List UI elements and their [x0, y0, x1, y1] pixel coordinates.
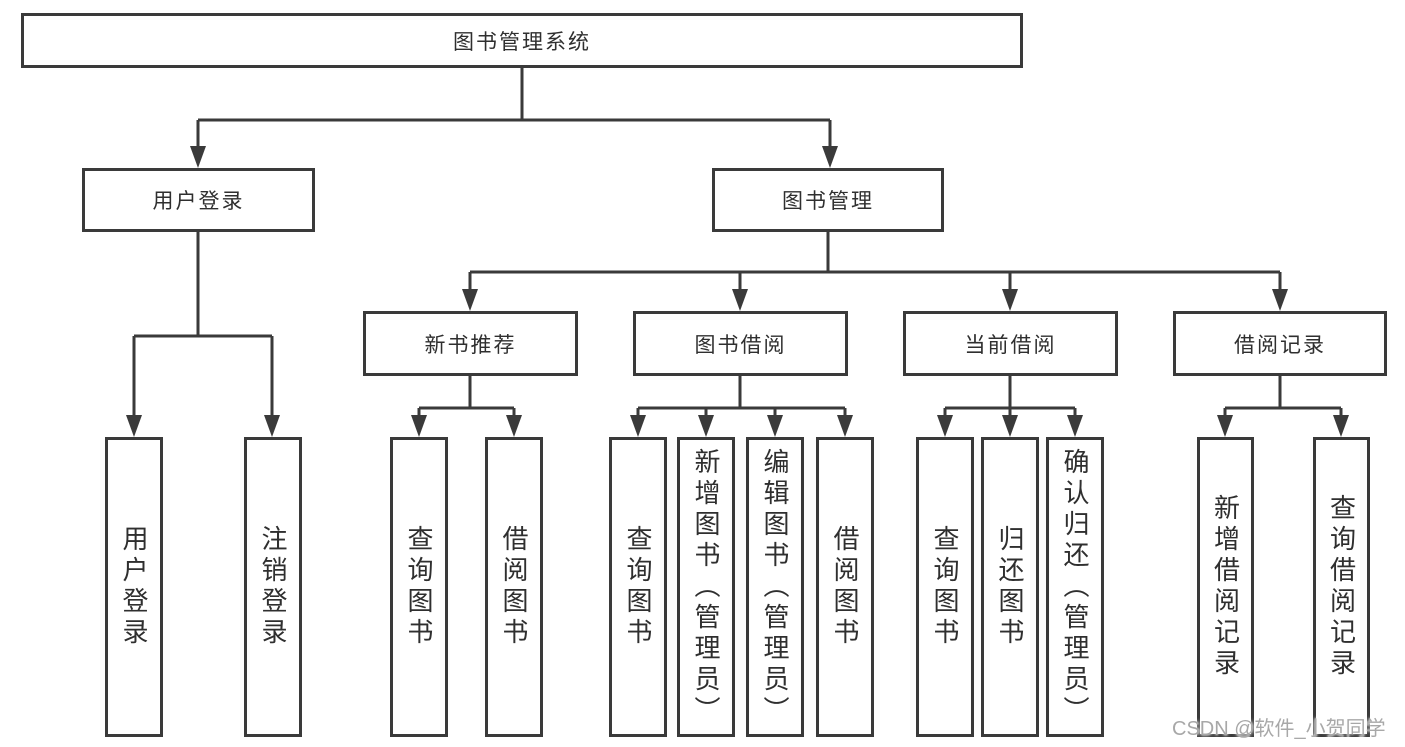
arrow-down-icon — [411, 415, 427, 437]
node-label: 借阅图书 — [830, 525, 860, 649]
leaf-records-add-record: 新增借阅记录 — [1197, 437, 1254, 737]
arrow-down-icon — [1002, 415, 1018, 437]
leaf-user-login: 用户登录 — [105, 437, 163, 737]
leaf-borrowing-edit-books-admin: 编辑图书（管理员） — [746, 437, 804, 737]
node-label: 借阅记录 — [1234, 333, 1326, 357]
leaf-current-return-books: 归还图书 — [981, 437, 1039, 737]
node-label: 图书借阅 — [694, 333, 787, 357]
leaf-logout: 注销登录 — [244, 437, 302, 737]
node-new-book-recommend: 新书推荐 — [363, 311, 578, 376]
node-label: 归还图书 — [995, 525, 1025, 649]
arrow-down-icon — [767, 415, 783, 437]
node-label: 新增图书（管理员） — [691, 447, 721, 727]
arrow-down-icon — [1067, 415, 1083, 437]
node-label: 图书管理系统 — [453, 30, 591, 54]
node-label: 借阅图书 — [499, 525, 529, 649]
node-label: 新增借阅记录 — [1210, 494, 1241, 680]
leaf-borrowing-query-books: 查询图书 — [609, 437, 667, 737]
node-label: 图书管理 — [782, 190, 874, 213]
arrow-down-icon — [190, 146, 206, 168]
leaf-borrowing-borrow-books: 借阅图书 — [816, 437, 874, 737]
node-label: 注销登录 — [258, 525, 288, 649]
node-label: 查询借阅记录 — [1326, 494, 1357, 680]
leaf-current-confirm-return-admin: 确认归还（管理员） — [1046, 437, 1104, 737]
arrow-down-icon — [462, 289, 478, 311]
node-system-root: 图书管理系统 — [21, 13, 1023, 68]
node-book-management-branch: 图书管理 — [712, 168, 944, 232]
leaf-borrowing-add-books-admin: 新增图书（管理员） — [677, 437, 735, 737]
arrow-down-icon — [937, 415, 953, 437]
edges-management-to-level3 — [462, 232, 1288, 311]
leaf-current-query-books: 查询图书 — [916, 437, 974, 737]
node-borrowing-records: 借阅记录 — [1173, 311, 1387, 376]
edges-current-to-leaves — [937, 376, 1083, 437]
arrow-down-icon — [837, 415, 853, 437]
node-label: 用户登录 — [119, 525, 149, 649]
node-label: 新书推荐 — [424, 333, 517, 357]
arrow-down-icon — [1002, 289, 1018, 311]
arrow-down-icon — [732, 289, 748, 311]
arrow-down-icon — [1272, 289, 1288, 311]
edges-records-to-leaves — [1217, 376, 1349, 437]
arrow-down-icon — [126, 415, 142, 437]
node-label: 用户登录 — [152, 190, 245, 213]
arrow-down-icon — [698, 415, 714, 437]
arrow-down-icon — [1333, 415, 1349, 437]
node-label: 确认归还（管理员） — [1060, 447, 1090, 727]
arrow-down-icon — [822, 146, 838, 168]
node-label: 查询图书 — [930, 525, 960, 649]
edges-login-to-leaves — [126, 232, 280, 437]
arrow-down-icon — [630, 415, 646, 437]
node-label: 编辑图书（管理员） — [760, 447, 790, 727]
leaf-records-query-record: 查询借阅记录 — [1313, 437, 1370, 737]
edges-root-to-level2 — [190, 68, 838, 168]
node-label: 查询图书 — [404, 525, 434, 649]
node-book-borrowing: 图书借阅 — [633, 311, 848, 376]
arrow-down-icon — [264, 415, 280, 437]
watermark: CSDN @软件_小贺同学 — [1172, 718, 1386, 740]
edges-borrowing-to-leaves — [630, 376, 853, 437]
arrow-down-icon — [1217, 415, 1233, 437]
node-current-borrowing: 当前借阅 — [903, 311, 1118, 376]
node-user-login-branch: 用户登录 — [82, 168, 315, 232]
leaf-newbook-borrow-books: 借阅图书 — [485, 437, 543, 737]
arrow-down-icon — [506, 415, 522, 437]
leaf-newbook-query-books: 查询图书 — [390, 437, 448, 737]
edges-newbook-to-leaves — [411, 376, 522, 437]
node-label: 当前借阅 — [964, 333, 1057, 357]
node-label: 查询图书 — [623, 525, 653, 649]
